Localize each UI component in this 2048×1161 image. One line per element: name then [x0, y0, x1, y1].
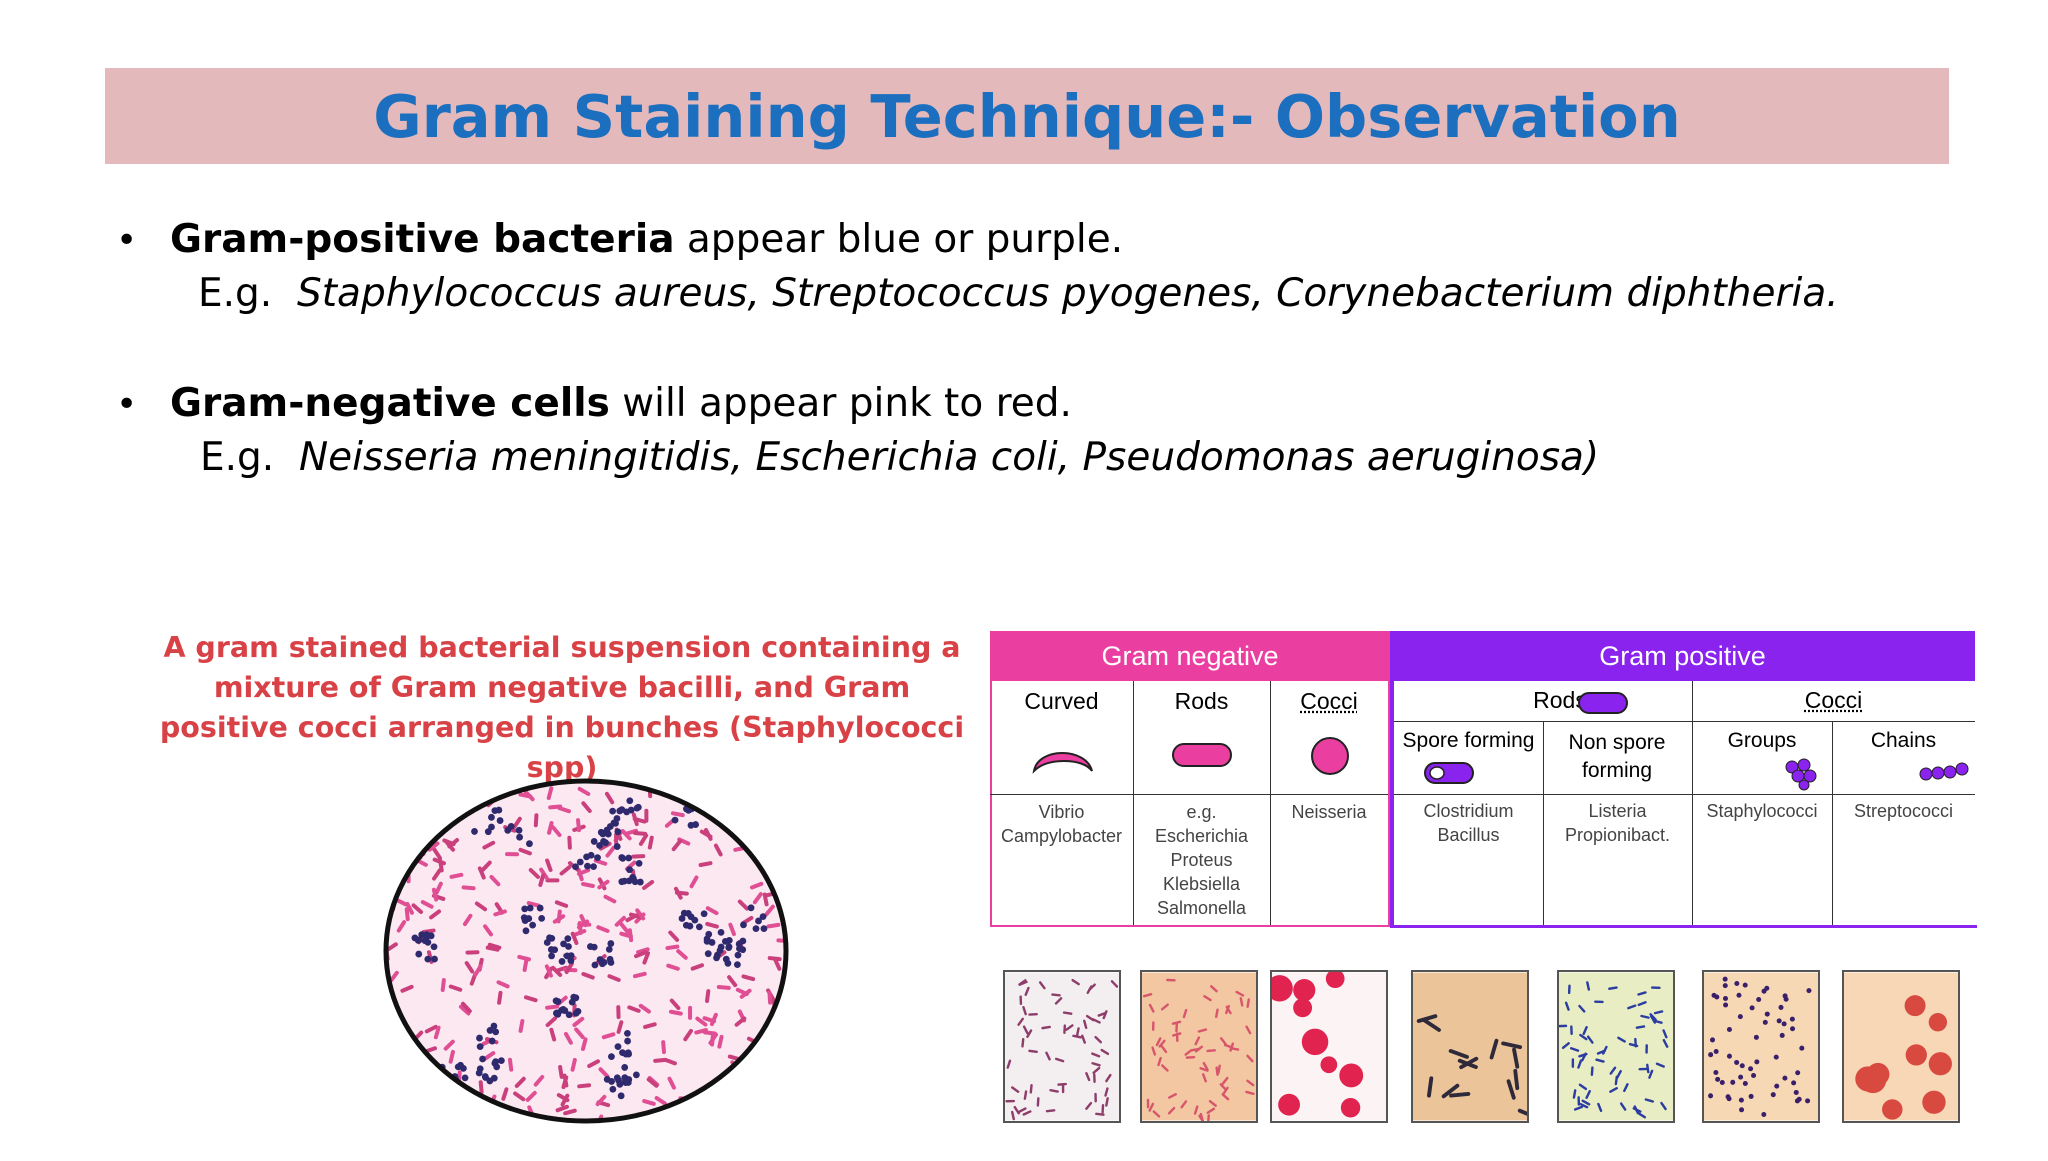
- gram-stain-slide-image: [383, 778, 789, 1124]
- col-curved: Curved: [1024, 688, 1099, 714]
- figure-caption: A gram stained bacterial suspension cont…: [159, 631, 965, 784]
- eg-species: Neisseria meningitidis, Escherichia coli…: [299, 435, 1600, 480]
- staphylococci-cluster-icon: [1785, 758, 1817, 791]
- gram-negative-header: Gram negative: [990, 631, 1390, 681]
- eg-prefix: E.g.: [200, 435, 275, 480]
- slide-title: Gram Staining Technique:- Observation: [373, 81, 1681, 151]
- streptococci-chain-icon: [1919, 762, 1969, 781]
- col-groups: Groups: [1727, 729, 1797, 752]
- micrograph-clostridium: [1411, 970, 1529, 1123]
- rod-icon: [1172, 743, 1232, 767]
- col-non-spore-forming: Non spore forming: [1568, 731, 1666, 782]
- gram-positive-panel: [1390, 681, 1977, 928]
- bullet-bold: Gram-positive bacteria: [170, 217, 675, 262]
- micrograph-neisseria: [1270, 970, 1388, 1123]
- micrograph-staphylococci: [1702, 970, 1820, 1123]
- gram-negative-panel: [990, 681, 1390, 927]
- eg-prefix: E.g.: [198, 271, 273, 316]
- gram-positive-header: Gram positive: [1390, 631, 1975, 681]
- bullet-text: appear blue or purple.: [674, 217, 1124, 262]
- group-rods-pos: Rods: [1533, 687, 1587, 713]
- micrograph-rods-negative: [1140, 970, 1258, 1123]
- bullet-gram-negative: Gram-negative cells will appear pink to …: [170, 381, 1072, 426]
- examples-chains: Streptococci: [1853, 801, 1954, 821]
- bullet-marker: •: [116, 220, 138, 261]
- eg-species: Staphylococcus aureus, Streptococcus pyo…: [297, 271, 1839, 316]
- examples-gram-positive: E.g. Staphylococcus aureus, Streptococcu…: [198, 271, 1839, 316]
- bullet-text: will appear pink to red.: [609, 381, 1072, 426]
- curved-rod-icon: [1032, 752, 1093, 774]
- col-spore-forming: Spore forming: [1402, 729, 1535, 752]
- spore-rod-icon: [1424, 762, 1474, 784]
- bullet-marker: •: [116, 384, 138, 425]
- examples-groups: Staphylococci: [1706, 801, 1818, 821]
- title-bar: Gram Staining Technique:- Observation: [105, 68, 1949, 164]
- coccus-icon: [1311, 737, 1349, 775]
- col-cocci-neg: Cocci: [1300, 688, 1358, 714]
- group-cocci-pos: Cocci: [1804, 687, 1863, 713]
- rod-icon: [1578, 692, 1628, 714]
- gram-classification-table: Gram negative Gram positive Curved Rods …: [990, 631, 1977, 928]
- bullet-bold: Gram-negative cells: [170, 381, 610, 426]
- micrograph-streptococci: [1842, 970, 1960, 1123]
- micrograph-vibrio: [1003, 970, 1121, 1123]
- micrograph-listeria: [1557, 970, 1675, 1123]
- examples-cocci-neg: Neisseria: [1291, 802, 1367, 822]
- bullet-gram-positive: Gram-positive bacteria appear blue or pu…: [170, 217, 1123, 262]
- examples-gram-negative: E.g. Neisseria meningitidis, Escherichia…: [200, 435, 1599, 480]
- col-rods-neg: Rods: [1174, 688, 1229, 714]
- col-chains: Chains: [1870, 729, 1937, 752]
